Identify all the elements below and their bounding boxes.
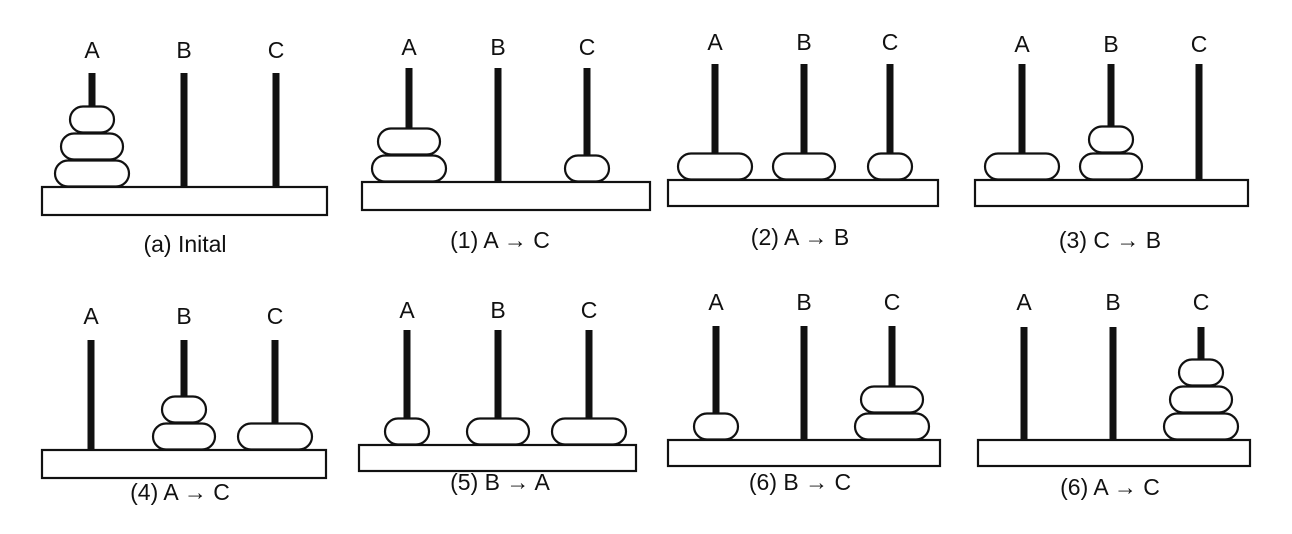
peg-label-c: C — [1191, 31, 1208, 57]
panel-caption: (6) A → C — [1060, 474, 1160, 500]
peg-label-b: B — [490, 34, 505, 60]
disk-small — [692, 412, 740, 441]
peg-label-c: C — [882, 29, 899, 55]
disk-small — [1177, 358, 1225, 387]
peg-label-b: B — [796, 289, 811, 315]
disk-medium — [151, 422, 217, 451]
peg-label-a: A — [83, 303, 99, 329]
panel-caption: (3) C → B — [1059, 227, 1161, 253]
peg-label-a: A — [708, 289, 724, 315]
disk-small — [383, 417, 431, 446]
panel-move-6: A B C (6) B → C — [666, 289, 942, 495]
disk-medium — [771, 152, 837, 181]
panel-caption: (a) Inital — [143, 231, 226, 257]
disk-medium — [59, 132, 125, 161]
disk-medium — [859, 385, 925, 414]
disk-medium — [376, 127, 442, 156]
peg-label-c: C — [581, 297, 598, 323]
peg-label-b: B — [176, 303, 191, 329]
peg-label-a: A — [399, 297, 415, 323]
disk-small — [866, 152, 914, 181]
peg-label-c: C — [579, 34, 596, 60]
peg-label-c: C — [268, 37, 285, 63]
base-platform — [976, 438, 1252, 468]
panel-caption: (1) A → C — [450, 227, 550, 253]
disk-large — [983, 152, 1061, 181]
base-platform — [666, 178, 940, 208]
panel-move-5: A B C (5) B → A — [357, 297, 638, 495]
disk-small — [1087, 125, 1135, 154]
disk-large — [676, 152, 754, 181]
peg-label-c: C — [884, 289, 901, 315]
disk-small — [563, 154, 611, 183]
peg-label-a: A — [707, 29, 723, 55]
panel-move-4: A B C (4) A → C — [40, 303, 328, 505]
disk-medium — [465, 417, 531, 446]
panel-move-1: A B C (1) A → C — [360, 34, 652, 253]
peg-label-c: C — [1193, 289, 1210, 315]
disk-large — [370, 154, 448, 183]
disk-large — [53, 159, 131, 188]
disk-large — [550, 417, 628, 446]
disk-medium — [1078, 152, 1144, 181]
panel-move-2: A B C (2) A → B — [666, 29, 940, 250]
disk-small — [160, 395, 208, 424]
base-platform — [360, 180, 652, 212]
peg-label-a: A — [84, 37, 100, 63]
disk-small — [68, 105, 116, 134]
panel-caption: (4) A → C — [130, 479, 230, 505]
peg-label-a: A — [401, 34, 417, 60]
panel-caption: (5) B → A — [450, 469, 550, 495]
disk-medium — [1168, 385, 1234, 414]
peg-label-b: B — [796, 29, 811, 55]
peg-label-a: A — [1014, 31, 1030, 57]
panel-caption: (6) B → C — [749, 469, 851, 495]
base-platform — [973, 178, 1250, 208]
base-platform — [40, 185, 329, 217]
disk-large — [1162, 412, 1240, 441]
panel-initial: A B C (a) Inital — [40, 37, 329, 257]
base-platform — [40, 448, 328, 480]
base-platform — [666, 438, 942, 468]
peg-label-c: C — [267, 303, 284, 329]
disk-large — [853, 412, 931, 441]
panel-move-3: A B C (3) C → B — [973, 31, 1250, 253]
base-platform — [357, 443, 638, 473]
peg-label-a: A — [1016, 289, 1032, 315]
disk-large — [236, 422, 314, 451]
panel-move-7: A B C (6) A → C — [976, 289, 1252, 500]
panel-caption: (2) A → B — [751, 224, 849, 250]
peg-label-b: B — [176, 37, 191, 63]
peg-label-b: B — [1105, 289, 1120, 315]
peg-label-b: B — [1103, 31, 1118, 57]
peg-label-b: B — [490, 297, 505, 323]
